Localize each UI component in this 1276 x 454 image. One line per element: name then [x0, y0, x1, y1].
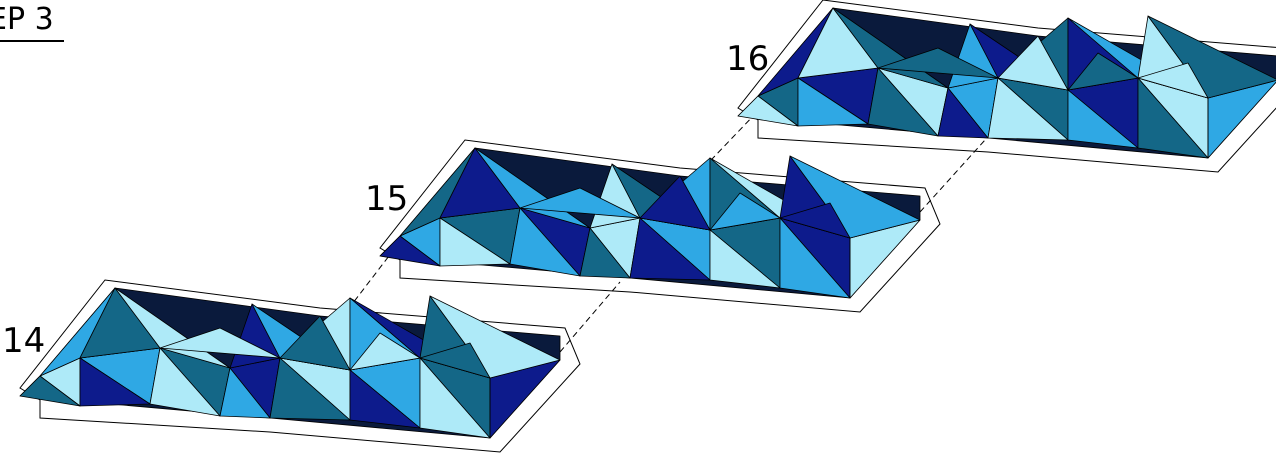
step-number-16: 16 [726, 39, 769, 79]
panel-16 [738, 0, 1276, 172]
step-number-15: 15 [365, 179, 408, 219]
panel-14 [20, 280, 580, 452]
panel-15 [380, 140, 940, 312]
connector-14-15-right [560, 282, 620, 352]
step-number-14: 14 [2, 321, 45, 361]
